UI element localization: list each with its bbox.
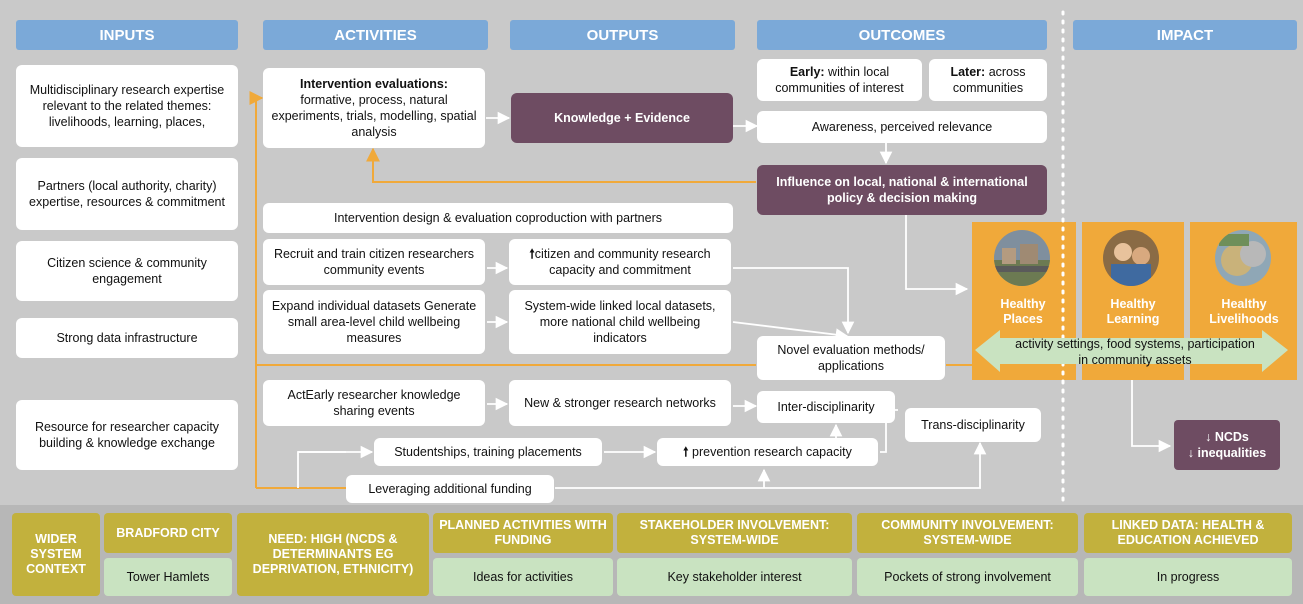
- activity-recruit-citizens: Recruit and train citizen researchers co…: [263, 239, 485, 285]
- up-arrow-icon: 🠕: [683, 445, 689, 459]
- outcome-awareness: Awareness, perceived relevance: [757, 111, 1047, 143]
- outcome-early: Early: within local communities of inter…: [757, 59, 922, 101]
- context-linked-value: In progress: [1084, 558, 1292, 596]
- output-citizen-capacity: 🠕citizen and community research capacity…: [509, 239, 731, 285]
- header-outcomes: OUTCOMES: [757, 20, 1047, 50]
- healthy-places-photo: [994, 230, 1050, 286]
- impact-ncds-inequalities: ↓ NCDs ↓ inequalities: [1174, 420, 1280, 470]
- output-prevention-capacity: 🠕 prevention research capacity: [657, 438, 878, 466]
- activity-intervention-evaluations: Intervention evaluations: formative, pro…: [263, 68, 485, 148]
- activity-leveraging-funding: Leveraging additional funding: [346, 475, 554, 503]
- healthy-learning-photo: [1103, 230, 1159, 286]
- context-city-header: BRADFORD CITY: [104, 513, 232, 553]
- impact-healthy-learning: Healthy Learning: [1106, 297, 1160, 326]
- outcome-later: Later: across communities: [929, 59, 1047, 101]
- activity-intervention-design: Intervention design & evaluation coprodu…: [263, 203, 733, 233]
- header-impact: IMPACT: [1073, 20, 1297, 50]
- header-activities: ACTIVITIES: [263, 20, 488, 50]
- context-wider-system: WIDER SYSTEM CONTEXT: [12, 513, 100, 596]
- outcome-inter-disciplinarity: Inter-disciplinarity: [757, 391, 895, 423]
- activity-studentships: Studentships, training placements: [374, 438, 602, 466]
- context-city-value: Tower Hamlets: [104, 558, 232, 596]
- outcome-trans-disciplinarity: Trans-disciplinarity: [905, 408, 1041, 442]
- activity-expand-datasets: Expand individual datasets Generate smal…: [263, 290, 485, 354]
- input-partners: Partners (local authority, charity) expe…: [16, 158, 238, 230]
- input-expertise: Multidisciplinary research expertise rel…: [16, 65, 238, 147]
- context-planned-header: PLANNED ACTIVITIES WITH FUNDING: [433, 513, 613, 553]
- healthy-livelihoods-photo: [1215, 230, 1271, 286]
- impact-healthy-livelihoods: Healthy Livelihoods: [1209, 297, 1279, 326]
- output-linked-datasets: System-wide linked local datasets, more …: [509, 290, 731, 354]
- input-data-infrastructure: Strong data infrastructure: [16, 318, 238, 358]
- output-research-networks: New & stronger research networks: [509, 380, 731, 426]
- output-knowledge-evidence: Knowledge + Evidence: [511, 93, 733, 143]
- input-resource-capacity: Resource for researcher capacity buildin…: [16, 400, 238, 470]
- header-inputs: INPUTS: [16, 20, 238, 50]
- outcome-influence-policy: Influence on local, national & internati…: [757, 165, 1047, 215]
- input-citizen-science: Citizen science & community engagement: [16, 241, 238, 301]
- context-community-header: COMMUNITY INVOLVEMENT: SYSTEM-WIDE: [857, 513, 1078, 553]
- outcome-novel-methods: Novel evaluation methods/ applications: [757, 336, 945, 380]
- up-arrow-icon: 🠕: [529, 247, 535, 261]
- context-planned-value: Ideas for activities: [433, 558, 613, 596]
- context-need: NEED: HIGH (NCDS & DETERMINANTS EG DEPRI…: [237, 513, 429, 596]
- impact-settings-text: activity settings, food systems, partici…: [1015, 337, 1255, 367]
- context-community-value: Pockets of strong involvement: [857, 558, 1078, 596]
- activity-knowledge-sharing: ActEarly researcher knowledge sharing ev…: [263, 380, 485, 426]
- header-outputs: OUTPUTS: [510, 20, 735, 50]
- context-stakeholder-header: STAKEHOLDER INVOLVEMENT: SYSTEM-WIDE: [617, 513, 852, 553]
- context-stakeholder-value: Key stakeholder interest: [617, 558, 852, 596]
- impact-healthy-places: Healthy Places: [1000, 297, 1046, 326]
- context-linked-header: LINKED DATA: HEALTH & EDUCATION ACHIEVED: [1084, 513, 1292, 553]
